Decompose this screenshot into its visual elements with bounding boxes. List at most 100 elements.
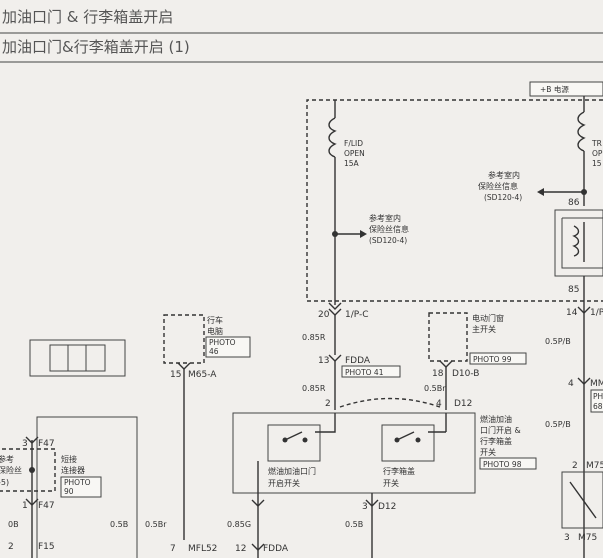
motor-symbol-icon xyxy=(569,481,597,519)
pin-7: 7 xyxy=(170,544,176,554)
fuse-left-l1: F/LID xyxy=(344,139,363,148)
wire-label-db: 0B xyxy=(8,520,19,529)
conn-d10b: D10-B xyxy=(452,369,479,379)
pin-4b: 4 xyxy=(568,379,574,389)
pin-85: 85 xyxy=(568,285,579,295)
connector-sketch-inner xyxy=(49,344,106,372)
wire-label-05b: 0.5B xyxy=(110,520,128,529)
ecu-photo-num: 46 xyxy=(209,347,219,356)
photo-right-box xyxy=(590,389,603,413)
fuse-symbol-left xyxy=(328,117,337,158)
conn-d12: D12 xyxy=(454,399,472,409)
header-title: 加油口门 & 行李箱盖开启 xyxy=(2,8,173,26)
conn-f15: F15 xyxy=(38,542,55,552)
wire-fuel-in xyxy=(315,425,336,433)
ecu-l2: 电脑 xyxy=(207,326,223,336)
conn-mfl52: MFL52 xyxy=(188,544,217,554)
wire-label-085r-a: 0.85R xyxy=(302,333,326,342)
connector-chevron-r xyxy=(577,306,591,314)
connector-chevron-ecu xyxy=(177,362,191,370)
pin-15: 15 xyxy=(170,370,181,380)
photo99-label: PHOTO 99 xyxy=(473,355,512,364)
conn-d12b: D12 xyxy=(378,502,396,512)
wire-label-05pb2: 0.5P/B xyxy=(545,420,571,429)
combo-l1: 燃油加油 xyxy=(480,414,512,424)
conn-ip-right: 1/P xyxy=(590,308,603,318)
short-conn-box xyxy=(0,448,56,492)
combo-l2: 口门开启 & xyxy=(480,425,521,435)
conn-ipc: 1/P-C xyxy=(345,310,369,320)
conn-m75a: M75 xyxy=(586,461,603,471)
wire-label-05br-ws: 0.5Br xyxy=(424,384,446,393)
connector-chevron-left xyxy=(25,436,39,444)
dashed-link xyxy=(339,397,441,408)
ecu-photo: PHOTO xyxy=(209,338,236,347)
conn-fdda2: FDDA xyxy=(263,544,289,554)
pin-1: 1 xyxy=(22,501,28,511)
pin-20: 20 xyxy=(318,310,330,320)
conn-m65a: M65-A xyxy=(188,370,217,380)
fuse-symbol-right xyxy=(577,111,586,152)
pin-12: 12 xyxy=(235,544,246,554)
conn-f47a: F47 xyxy=(38,439,55,449)
left-cut-l3: -5) xyxy=(0,478,9,487)
connector-chevron-b xyxy=(251,499,265,507)
pin-2c: 2 xyxy=(572,461,578,471)
photo98-box xyxy=(479,457,537,470)
ref-fuse-2-l2: 保险丝信息 xyxy=(478,181,518,191)
photo41-label: PHOTO 41 xyxy=(345,368,384,377)
conn-f47b: F47 xyxy=(38,501,55,511)
photo98-label: PHOTO 98 xyxy=(483,460,522,469)
connector-chevron-d xyxy=(251,543,265,551)
power-label: +B 电源 xyxy=(540,84,569,94)
fuse-left-l2: OPEN xyxy=(344,149,365,158)
switch-lever-icon-2 xyxy=(396,431,415,441)
relay-coil-icon xyxy=(572,225,580,257)
wire-label-05b2: 0.5B xyxy=(345,520,363,529)
photo-right-l2: 68 xyxy=(593,402,603,411)
conn-m75b: M75 xyxy=(578,533,597,543)
connector-chevron-left-2 xyxy=(25,498,39,506)
photo-right-l1: PH xyxy=(593,392,603,401)
fuel-switch-box xyxy=(267,424,321,462)
ecu-l1: 行车 xyxy=(207,315,223,325)
window-switch-l1: 电动门窗 xyxy=(472,313,504,323)
short-conn-l1: 短接 xyxy=(61,454,77,464)
ref-fuse-1-l1: 参考室内 xyxy=(369,213,401,223)
motor-box xyxy=(561,471,603,529)
fuse-left-l3: 15A xyxy=(344,159,360,168)
pin-3b: 3 xyxy=(362,502,368,512)
short-conn-l2: 连接器 xyxy=(61,465,85,475)
ref-fuse-1-l3: (SD120-4) xyxy=(369,236,407,245)
left-panel-box xyxy=(36,416,138,558)
ref-fuse-1-l2: 保险丝信息 xyxy=(369,224,409,234)
fuel-switch-l2: 开启开关 xyxy=(268,478,300,488)
arrow-icon xyxy=(360,230,367,238)
short-conn-photo-num: 90 xyxy=(64,487,74,496)
combo-l4: 开关 xyxy=(480,447,496,457)
left-cut-l2: 保险丝 xyxy=(0,465,22,475)
conn-mm: MM xyxy=(590,379,603,389)
fuse-box-outline xyxy=(306,99,603,302)
photo41-box xyxy=(341,365,401,378)
connector-chevron-r2 xyxy=(577,377,591,385)
connector-chevron xyxy=(328,302,342,310)
pin-3: 3 xyxy=(22,439,28,449)
fuse-right-l2: OP xyxy=(592,149,603,158)
ref-fuse-2-l3: (SD120-4) xyxy=(484,193,522,202)
trunk-switch-l1: 行李箱盖 xyxy=(383,466,415,476)
junction-dot-left xyxy=(29,467,35,473)
header-subtitle: 加油口门&行李箱盖开启 (1) xyxy=(2,38,190,56)
pin-86: 86 xyxy=(568,198,580,208)
short-conn-photo: PHOTO xyxy=(64,478,91,487)
power-label-box xyxy=(529,81,603,97)
pin-2: 2 xyxy=(325,399,331,409)
wire-label-085g: 0.85G xyxy=(227,520,251,529)
fuel-switch-l1: 燃油加油口门 xyxy=(268,466,316,476)
window-switch-l2: 主开关 xyxy=(472,324,496,334)
wire-label-05br: 0.5Br xyxy=(145,520,167,529)
ecu-photo-box xyxy=(205,336,251,358)
pin-3c: 3 xyxy=(564,533,570,543)
